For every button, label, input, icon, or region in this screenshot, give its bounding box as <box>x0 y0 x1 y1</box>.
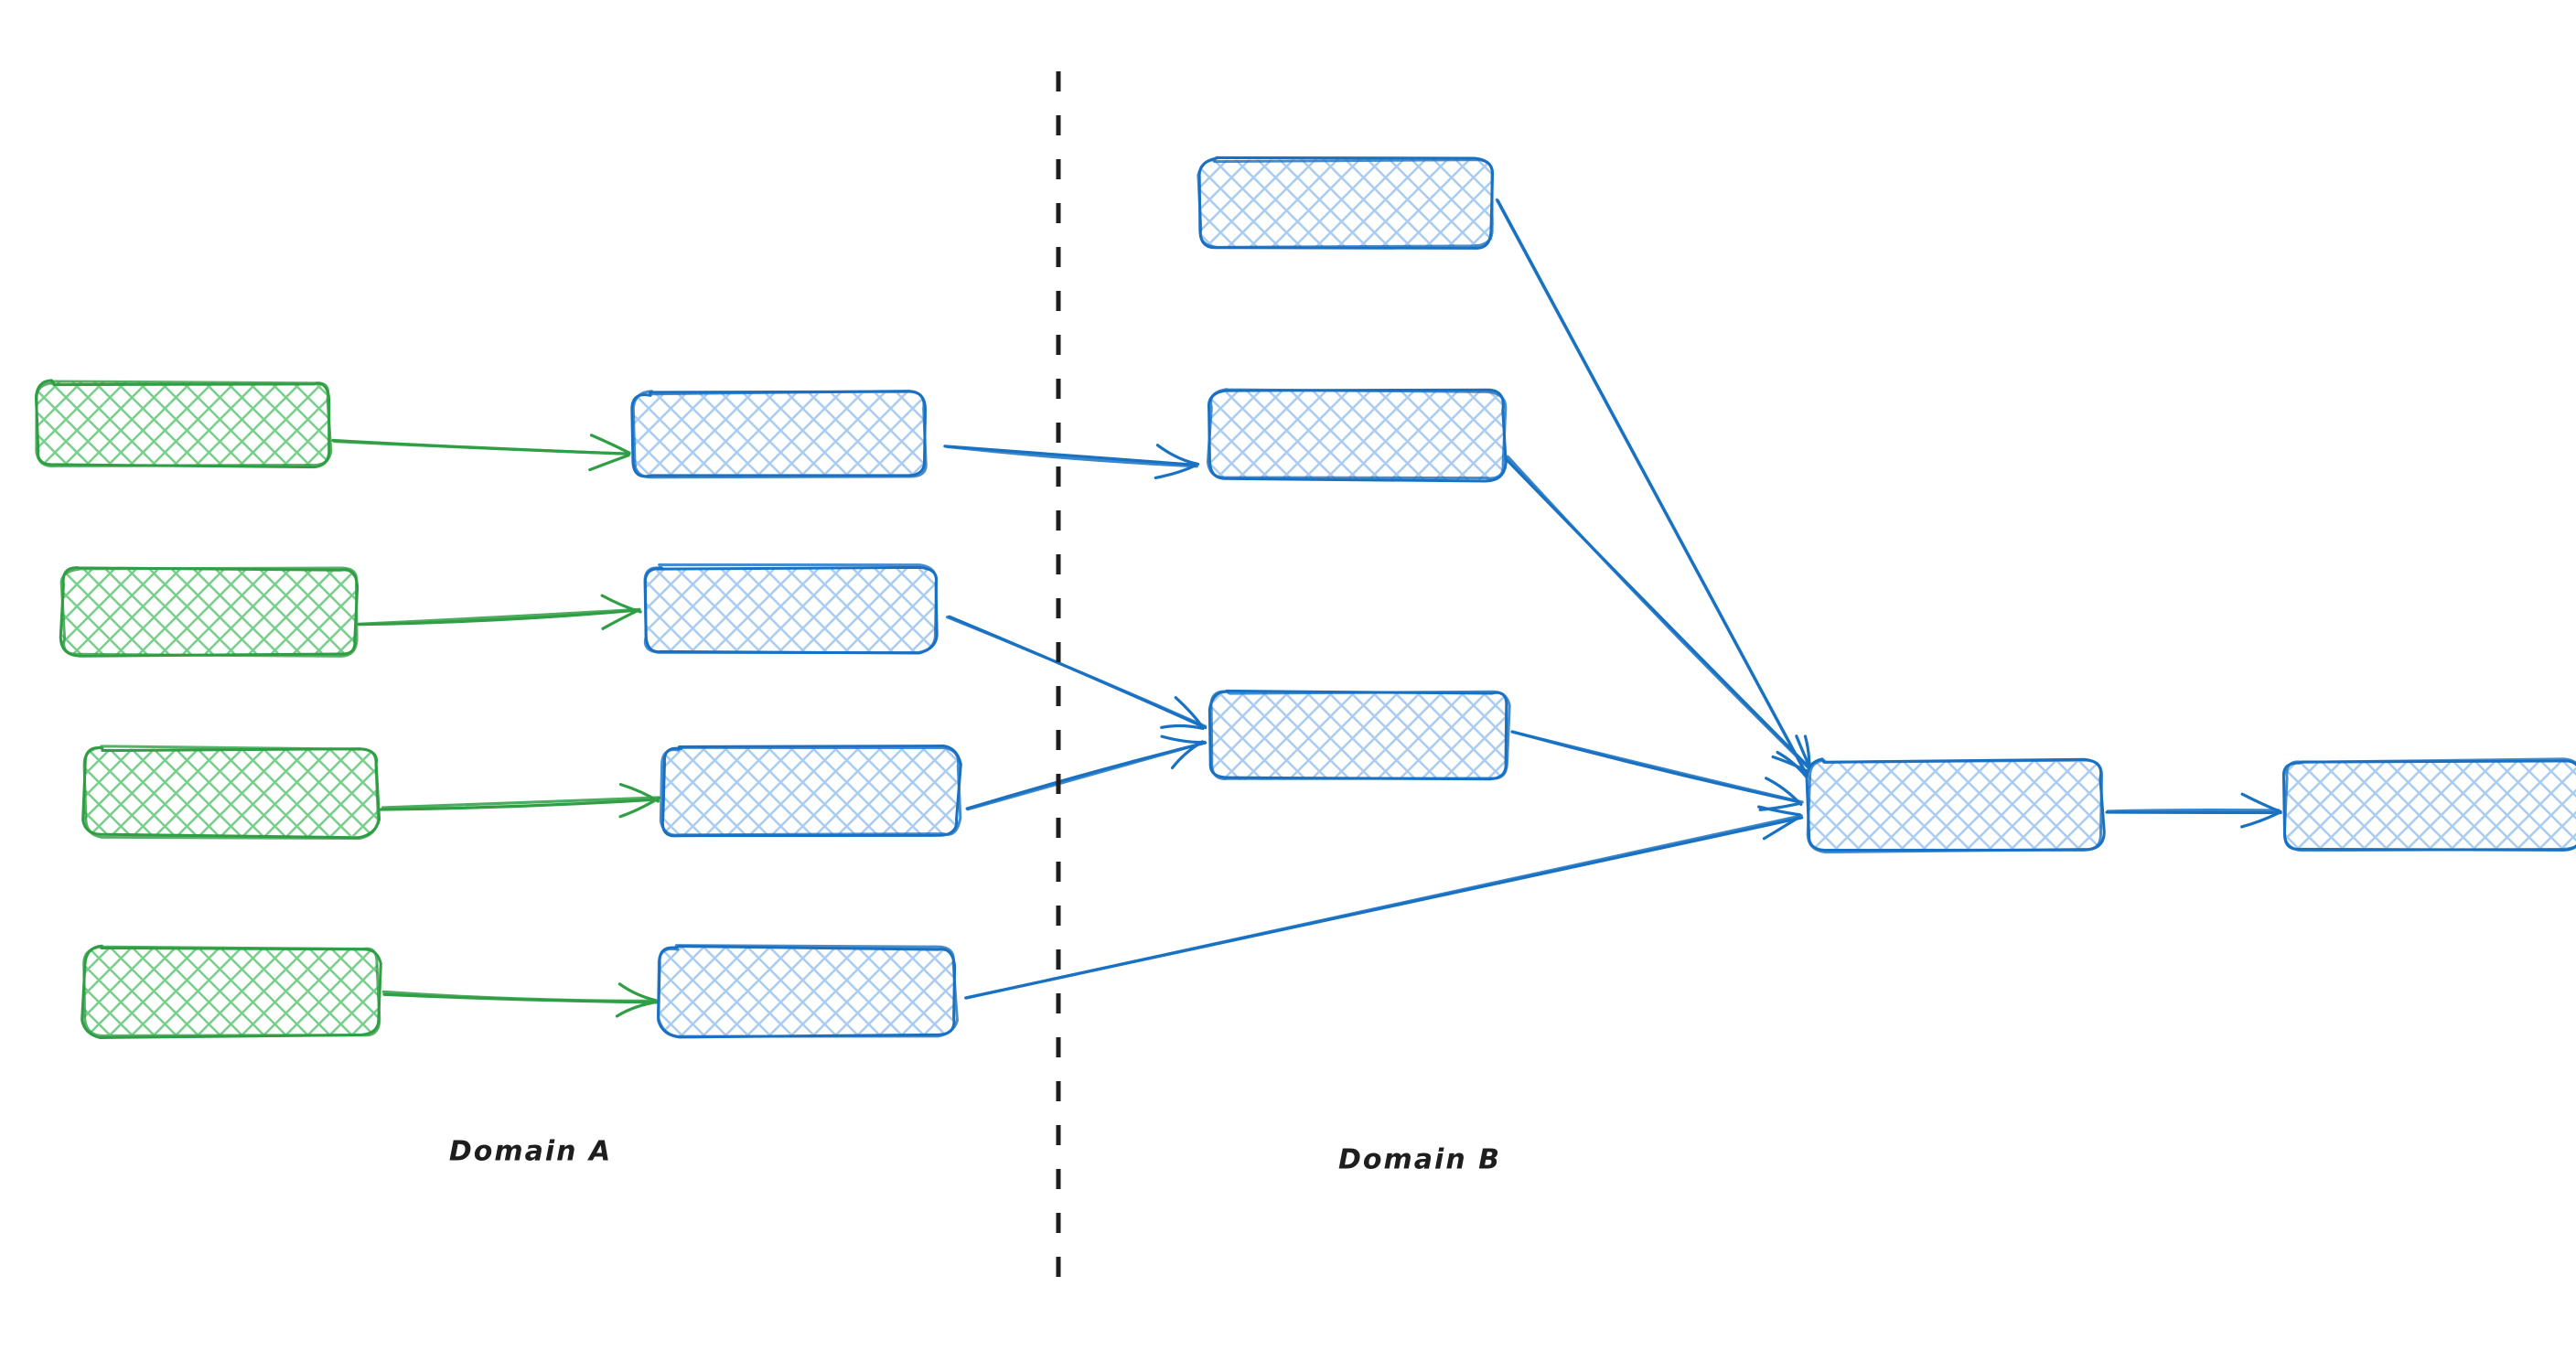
edge-a-proc-4-to-b-merge <box>964 805 1804 1000</box>
node-a-proc-3[interactable] <box>659 745 962 840</box>
edge-a-proc-3-to-b-middle <box>965 734 1208 811</box>
node-b-output[interactable] <box>2281 757 2576 852</box>
node-a-src-4[interactable] <box>80 944 382 1039</box>
label-domain-a: Domain A <box>448 1135 613 1168</box>
edge-a-src-1-to-a-proc-1 <box>331 434 631 472</box>
node-layer <box>33 155 2576 1039</box>
node-a-src-3[interactable] <box>80 745 381 841</box>
node-b-middle[interactable] <box>1208 688 1511 783</box>
node-a-proc-2[interactable] <box>640 563 940 655</box>
node-a-src-1[interactable] <box>33 379 333 470</box>
edge-a-proc-2-to-b-middle <box>946 615 1208 731</box>
edge-b-middle-to-b-merge <box>1510 730 1804 811</box>
node-a-proc-1[interactable] <box>629 390 929 481</box>
node-a-src-2[interactable] <box>59 565 360 659</box>
edge-a-src-4-to-a-proc-4 <box>381 982 660 1018</box>
label-domain-b: Domain B <box>1338 1143 1501 1176</box>
node-b-upper[interactable] <box>1206 388 1508 483</box>
edge-b-merge-to-b-output <box>2105 792 2282 829</box>
node-b-top[interactable] <box>1197 155 1497 251</box>
edge-b-top-to-b-merge <box>1495 198 1811 782</box>
edge-a-proc-1-to-b-upper <box>943 444 1200 479</box>
node-b-merge[interactable] <box>1804 757 2106 854</box>
edge-a-src-3-to-a-proc-3 <box>379 782 660 819</box>
node-a-proc-4[interactable] <box>657 944 959 1039</box>
edge-layer <box>331 198 2282 1018</box>
edge-a-src-2-to-a-proc-2 <box>357 594 642 630</box>
